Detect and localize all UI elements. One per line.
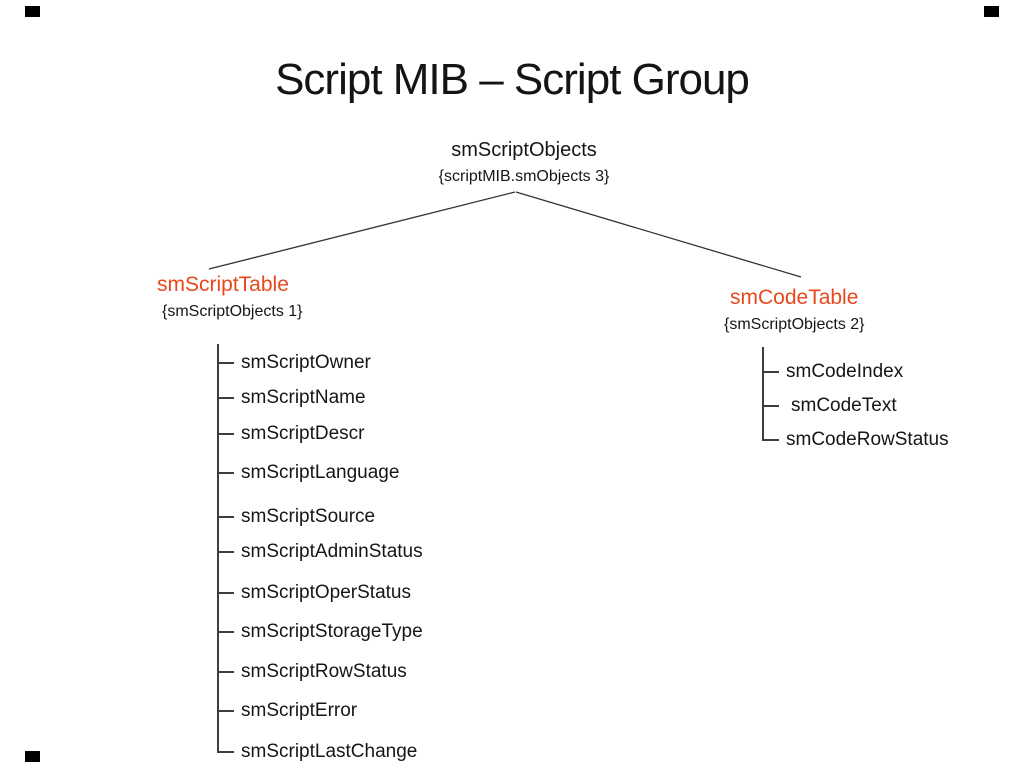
list-item: smScriptSource (218, 506, 375, 528)
attribute-label: smScriptOwner (241, 352, 371, 373)
list-item: smCodeRowStatus (763, 429, 949, 451)
code-table-stem-line (762, 347, 764, 441)
attribute-label: smScriptSource (241, 506, 376, 527)
corner-mark-top-right (984, 6, 999, 17)
code-table-label: smCodeTable (730, 286, 859, 309)
tick-icon (763, 405, 779, 407)
tick-icon (218, 671, 234, 673)
code-table-oid: {smScriptObjects 2} (724, 316, 865, 333)
node-smScriptTable: smScriptTable {smScriptObjects 1} (157, 273, 303, 322)
tick-icon (218, 631, 234, 633)
list-item: smScriptAdminStatus (218, 541, 423, 563)
root-node-oid: {scriptMIB.smObjects 3} (438, 168, 610, 185)
node-smScriptObjects: smScriptObjects {scriptMIB.smObjects 3} (404, 138, 644, 187)
attribute-label: smScriptName (241, 387, 366, 408)
node-smCodeTable: smCodeTable {smScriptObjects 2} (724, 286, 865, 335)
attribute-label: smCodeRowStatus (786, 429, 949, 450)
attribute-label: smScriptStorageType (241, 621, 423, 642)
corner-mark-bottom-left (25, 751, 40, 762)
script-table-stem-line (217, 344, 219, 753)
list-item: smCodeIndex (763, 361, 903, 383)
script-table-label: smScriptTable (157, 273, 289, 296)
branch-line-left (208, 191, 516, 270)
branch-line-right (515, 191, 802, 278)
tick-icon (763, 439, 779, 441)
list-item: smCodeText (763, 395, 897, 417)
list-item: smScriptRowStatus (218, 661, 407, 683)
attribute-label: smScriptAdminStatus (241, 541, 423, 562)
attribute-label: smScriptLanguage (241, 462, 400, 483)
tick-icon (218, 592, 234, 594)
list-item: smScriptOperStatus (218, 582, 411, 604)
list-item: smScriptStorageType (218, 621, 423, 643)
list-item: smScriptDescr (218, 423, 365, 445)
attribute-label: smScriptOperStatus (241, 582, 411, 603)
list-item: smScriptLanguage (218, 462, 399, 484)
tick-icon (218, 551, 234, 553)
attribute-label: smScriptError (241, 700, 358, 721)
tick-icon (218, 397, 234, 399)
attribute-label: smScriptDescr (241, 423, 365, 444)
attribute-label: smScriptLastChange (241, 741, 418, 762)
root-node-label: smScriptObjects (451, 139, 597, 161)
tick-icon (763, 371, 779, 373)
tick-icon (218, 710, 234, 712)
attribute-label: smCodeIndex (786, 361, 904, 382)
tick-icon (218, 433, 234, 435)
corner-mark-top-left (25, 6, 40, 17)
list-item: smScriptOwner (218, 352, 371, 374)
script-table-oid: {smScriptObjects 1} (162, 303, 303, 320)
list-item: smScriptName (218, 387, 366, 409)
attribute-label: smScriptRowStatus (241, 661, 407, 682)
attribute-label: smCodeText (791, 395, 897, 416)
list-item: smScriptLastChange (218, 741, 417, 763)
tick-icon (218, 472, 234, 474)
tick-icon (218, 516, 234, 518)
list-item: smScriptError (218, 700, 357, 722)
tick-icon (218, 751, 234, 753)
slide-title: Script MIB – Script Group (275, 55, 750, 104)
tick-icon (218, 362, 234, 364)
